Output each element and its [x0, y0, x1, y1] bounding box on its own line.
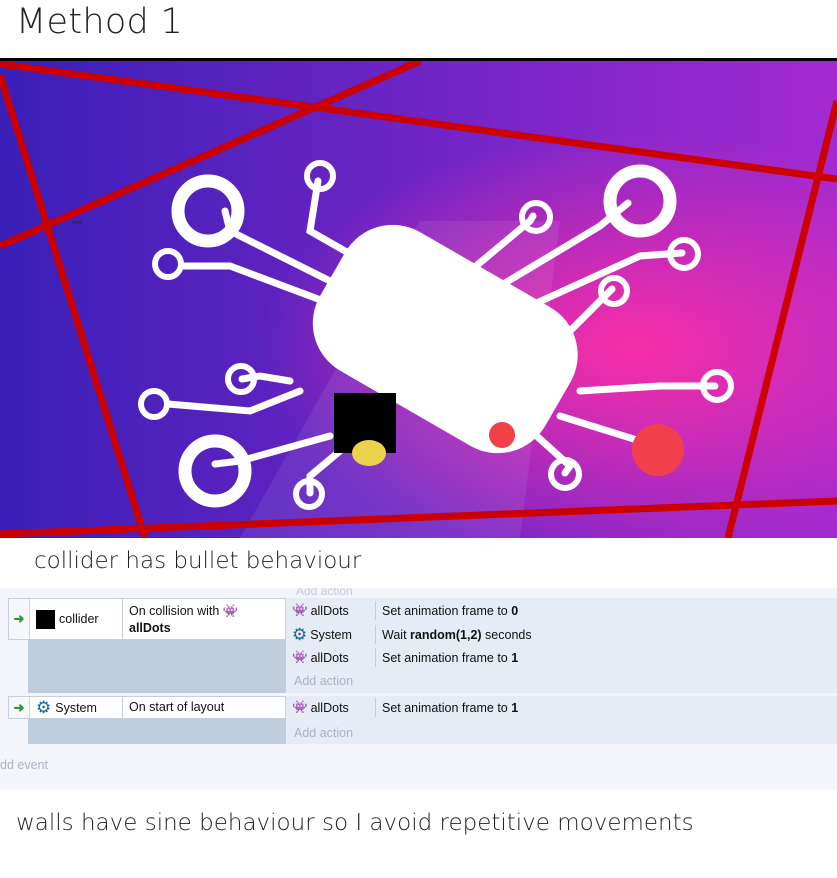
action-text: Set animation frame to 1: [376, 651, 518, 665]
actions-panel: [286, 696, 837, 744]
action-text: Set animation frame to 0: [376, 604, 518, 618]
scene-canvas: text: [0, 61, 837, 538]
page-title: Method 1: [16, 2, 184, 42]
condition-text[interactable]: On collision with 👾 allDots: [123, 599, 285, 639]
condition-object-label: collider: [59, 612, 99, 626]
condition-object[interactable]: collider: [29, 599, 123, 639]
action-object-label: System: [310, 627, 352, 642]
action-row[interactable]: 👾allDots Set animation frame to 1: [286, 646, 837, 669]
event-block-start[interactable]: ➜ ⚙ System On start of layout 👾allDots S…: [8, 696, 837, 744]
condition-object-label: System: [55, 700, 97, 715]
collider-icon: [36, 609, 55, 629]
action-row[interactable]: 👾allDots Set animation frame to 1: [286, 696, 837, 719]
caption-collider: collider has bullet behaviour: [34, 548, 362, 574]
action-row[interactable]: 👾allDots Set animation frame to 0: [286, 599, 837, 622]
action-text-main: Set animation frame to: [382, 700, 512, 715]
wall-right: [724, 100, 837, 538]
condition-row[interactable]: ➜ ⚙ System On start of layout: [8, 696, 286, 719]
condition-prefix: On start of layout: [129, 700, 225, 714]
action-value: 0: [511, 603, 519, 618]
action-object-label: allDots: [310, 603, 349, 618]
action-object-label: allDots: [310, 650, 349, 665]
ghost-add-action: Add action: [296, 588, 353, 598]
action-text: Set animation frame to 1: [376, 701, 518, 715]
action-text-main: Set animation frame to: [382, 603, 512, 618]
condition-object-name: allDots: [129, 621, 171, 635]
space-invader-icon: 👾: [292, 650, 308, 664]
title-divider: [0, 58, 837, 61]
action-text-main: Set animation frame to: [382, 650, 512, 665]
action-value: 1: [511, 700, 519, 715]
action-value: 1: [511, 650, 519, 665]
trigger-arrow-icon: ➜: [13, 611, 25, 626]
wall-left: [0, 73, 149, 538]
walls: [0, 61, 837, 538]
action-object-label: allDots: [310, 700, 349, 715]
space-invader-icon: 👾: [292, 700, 308, 714]
condition-row[interactable]: ➜ collider On collision with 👾 allDots: [8, 598, 286, 640]
trigger-arrow-icon: ➜: [13, 699, 25, 715]
game-scene: text: [0, 61, 837, 538]
condition-text[interactable]: On start of layout: [123, 697, 285, 718]
action-suffix: seconds: [481, 627, 532, 642]
action-row[interactable]: ⚙System Wait random(1,2) seconds: [286, 623, 837, 646]
action-text-main: Wait: [382, 627, 411, 642]
condition-object[interactable]: ⚙ System: [29, 697, 123, 718]
ball-yellow: [352, 440, 386, 466]
chip-body: [312, 224, 578, 454]
add-event-link[interactable]: dd event: [0, 758, 48, 772]
space-invader-icon: 👾: [292, 603, 308, 617]
actions-panel: [286, 598, 837, 693]
add-action-link[interactable]: Add action: [294, 674, 354, 688]
add-action-link[interactable]: Add action: [294, 726, 354, 740]
dot-red-large: [632, 424, 684, 476]
event-sheet: Add action ➜ collider On collision with …: [0, 588, 837, 790]
wall-bottom: [0, 497, 837, 538]
dot-red-small: [489, 422, 515, 448]
gear-icon: ⚙: [292, 625, 308, 644]
gear-icon: ⚙: [36, 698, 52, 717]
action-text: Wait random(1,2) seconds: [376, 628, 532, 642]
condition-prefix: On collision with: [129, 604, 220, 618]
tiny-label: text: [72, 220, 82, 226]
wall-upper-left: [0, 61, 422, 250]
event-block-collision[interactable]: ➜ collider On collision with 👾 allDots 👾…: [8, 598, 837, 693]
caption-walls: walls have sine behaviour so I avoid rep…: [16, 810, 694, 836]
circuit-nodes: [138, 160, 734, 510]
action-value: random(1,2): [410, 627, 482, 642]
wall-top: [0, 61, 837, 183]
space-invader-icon: 👾: [222, 604, 239, 618]
